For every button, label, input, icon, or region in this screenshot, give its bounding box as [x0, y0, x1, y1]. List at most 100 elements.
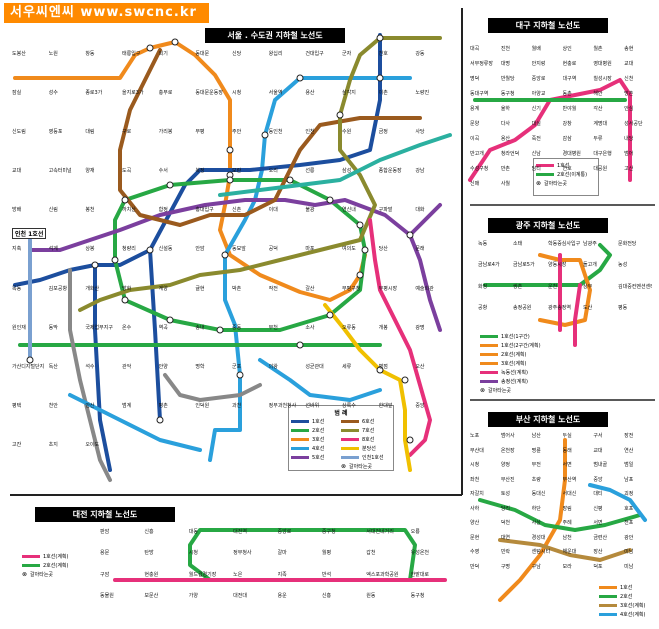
seoul-station-label: 개봉 — [378, 324, 388, 331]
gwangju-legend-item: 1호선(1구간) — [480, 332, 552, 341]
daegu-station-label: 대구역 — [562, 76, 577, 82]
busan-station-label: 덕포 — [593, 563, 603, 570]
seoul-station-label: 신설동 — [158, 246, 173, 253]
daegu-station-label: 중앙로 — [531, 76, 546, 82]
seoul-station-label: 금정 — [378, 129, 388, 136]
seoul-station-label: 동대문운동장 — [195, 90, 223, 97]
daegu-station-label: 이곡 — [470, 136, 480, 142]
gwangju-legend-label: 송정선(계획) — [501, 379, 528, 385]
daejeon-station-label: 지족 — [277, 571, 287, 578]
seoul-legend-swatch — [291, 438, 309, 441]
daejeon-station-label: 현충원 — [144, 571, 159, 578]
busan-station-label: 당리 — [500, 505, 511, 512]
daejeon-station-label: 대전대 — [233, 592, 247, 599]
seoul-station-label: 고잔 — [12, 441, 22, 448]
daegu-station-label: 율하 — [500, 106, 511, 112]
seoul-station-label: 강남 — [415, 168, 425, 175]
gwangju-map — [483, 243, 612, 347]
seoul-station-label: 노량진 — [415, 90, 430, 97]
daegu-station-label: 동대구역 — [470, 91, 489, 97]
seoul-station-label: 연신내 — [342, 207, 356, 214]
gwangju-legend-label: 1호선(2구간/계획) — [501, 343, 541, 349]
gwangju-legend-swatch — [480, 353, 498, 356]
seoul-legend-item: 7호선 — [341, 426, 391, 435]
busan-station-label: 동래 — [562, 447, 572, 454]
busan-station-label: 범어사 — [500, 433, 515, 439]
daegu-station-label: 현충로 — [562, 61, 577, 67]
seoul-station-label: 동막 — [48, 324, 58, 331]
gwangju-station-label: 공항 — [478, 304, 488, 311]
seoul-legend-swatch — [291, 447, 309, 450]
seoul-station-label: 소사 — [305, 324, 315, 331]
daegu-station-label: 대공원 — [593, 166, 608, 172]
gwangju-station-label: 화정 — [478, 283, 488, 290]
seoul-legend-label: 4호선 — [312, 446, 325, 452]
seoul-station-label: 역곡 — [158, 324, 168, 331]
daegu-station-label: 교대 — [624, 61, 634, 67]
seoul-legend-label: 인천1호선 — [362, 455, 384, 461]
seoul-station-label: 송내 — [195, 324, 205, 331]
daejeon-station-label: 유성온천 — [410, 550, 430, 557]
seoul-station-label: 봉천 — [85, 207, 95, 214]
gwangju-legend-label: 1호선(1구간) — [501, 334, 530, 340]
daegu-station-label: 죽전 — [531, 136, 541, 142]
daejeon-legend-label: 2호선(계획) — [43, 563, 69, 569]
seoul-station-label: 문래 — [415, 246, 425, 253]
seoul-station-label: 김포공항 — [48, 285, 68, 292]
daegu-station-label: 용산 — [500, 136, 511, 142]
seoul-legend-swatch — [341, 456, 359, 459]
seoul-station-label: 건대입구 — [305, 51, 324, 57]
gwangju-legend-label: 녹동선(계획) — [501, 370, 528, 376]
seoul-station-label: 가리봉 — [158, 129, 173, 136]
busan-station-label: 두실 — [562, 433, 572, 439]
seoul-station-label: 정부과천청사 — [268, 402, 297, 409]
seoul-station-label: 복정 — [195, 168, 205, 175]
busan-station-label: 노포 — [470, 433, 480, 439]
busan-station-label: 범내골 — [593, 462, 608, 468]
seoul-station-label: 한대앞 — [378, 402, 393, 409]
seoul-legend-title: 범 례 — [334, 410, 348, 417]
seoul-station-label: 불광 — [305, 207, 315, 214]
daejeon-station-label: 오룡 — [410, 529, 420, 535]
daegu-station-label: 안심 — [624, 106, 634, 112]
busan-legend-swatch — [599, 604, 617, 607]
seoul-station-label: 인덕원 — [195, 402, 210, 409]
busan-legend-label: 3호선(계획) — [620, 603, 646, 609]
seoul-legend-label: 1호선 — [312, 419, 325, 425]
daegu-station-label: 성서공단 — [624, 121, 643, 127]
seoul-station-label: 세류 — [342, 363, 352, 370]
seoul-station-label: 강동 — [415, 51, 425, 57]
daejeon-station-label: 정부청사 — [233, 550, 252, 557]
seoul-station-label: 동대문 — [195, 51, 210, 57]
daegu-station-label: 내당 — [624, 136, 634, 142]
busan-legend-label: 2호선 — [620, 594, 633, 600]
seoul-station-label: 신도림 — [12, 129, 26, 136]
seoul-station-label: 성균관대 — [305, 363, 324, 370]
busan-station-label: 양산 — [470, 520, 480, 526]
seoul-station-label: 당산 — [378, 246, 388, 253]
busan-legend-swatch — [599, 595, 617, 598]
seoul-legend-item: 2호선 — [291, 426, 341, 435]
seoul-station-label: 이촌 — [378, 90, 388, 97]
daegu-station-label: 동구청 — [500, 91, 515, 97]
daejeon-legend-item: 1호선(계획) — [22, 552, 92, 561]
busan-station-label: 장림 — [562, 505, 572, 512]
daegu-station-label: 반야월 — [562, 106, 577, 112]
seoul-station-label: 동묘앞 — [232, 246, 246, 253]
daegu-station-label: 명덕 — [470, 76, 480, 82]
busan-station-label: 온천장 — [500, 447, 515, 454]
daegu-station-label: 경대병원 — [562, 151, 581, 157]
gwangju-station-label: 광주송정역 — [548, 304, 572, 311]
daejeon-station-label: 중앙로 — [277, 529, 292, 535]
daegu-station-label: 서부정류장 — [470, 61, 494, 67]
daejeon-station-label: 원동 — [366, 592, 376, 599]
gwangju-legend-item: 2호선(계획) — [480, 350, 552, 359]
seoul-station-label: 관악 — [122, 363, 132, 370]
daejeon-legend-swatch — [22, 564, 40, 567]
busan-station-label: 센텀시티 — [531, 549, 551, 555]
seoul-station-label: 마포 — [305, 246, 315, 253]
seoul-station-label: 귤현 — [195, 285, 205, 292]
busan-legend-label: 1호선 — [620, 585, 633, 591]
daegu-station-label: 문양 — [470, 121, 480, 127]
